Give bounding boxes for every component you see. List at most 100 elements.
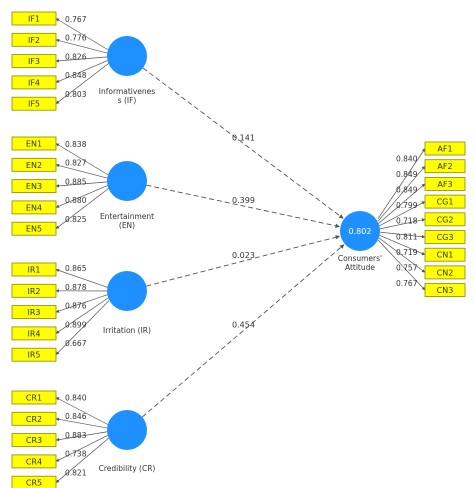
loading-value-ir4: 0.899 [65,320,87,329]
loading-value-af1: 0.840 [396,154,418,163]
loading-value-cr4: 0.738 [65,450,87,459]
loading-value-if4: 0.848 [65,71,87,80]
indicator-label-if3: IF3 [28,57,40,66]
attitude-loading-arrow-9 [377,239,426,291]
path-irritation-to-attitude [146,235,341,287]
attitude-label-line-1: Consumers' [338,254,382,263]
credibility-loading-arrow-5 [55,437,110,483]
indicator-label-en1: EN1 [26,140,42,149]
indicator-if5[interactable] [11,96,57,111]
loading-value-cn2: 0.757 [396,263,418,272]
irritation-loading-arrow-4 [55,297,110,334]
indicator-if3[interactable] [11,54,57,68]
indicator-if2[interactable] [11,32,57,47]
indicator-cr4[interactable] [11,454,57,469]
indicator-label-if1: IF1 [28,15,40,24]
indicator-cr1[interactable] [11,390,57,405]
attitude-loading-arrow-2 [377,165,426,222]
indicator-ir3[interactable] [11,305,57,320]
entertainment-loading-arrow-5 [55,187,110,229]
indicator-label-cn1: CN1 [437,251,454,260]
loading-value-cn3: 0.767 [396,279,418,288]
loading-value-ir3: 0.876 [65,302,87,311]
indicator-ir2[interactable] [11,283,57,298]
loading-value-cr5: 0.821 [65,468,87,477]
indicator-label-en3: EN3 [26,182,42,191]
indicator-cr2[interactable] [11,411,57,426]
attitude-loading-arrow-5 [377,218,426,230]
indicator-label-if4: IF4 [28,78,40,87]
indicator-en2[interactable] [11,157,57,172]
indicator-label-ir1: IR1 [27,266,40,275]
loading-value-cr1: 0.840 [65,393,87,402]
indicator-cg1[interactable] [424,194,466,209]
indicator-label-en4: EN4 [26,203,42,212]
indicator-cn1[interactable] [424,247,466,262]
indicator-cr5[interactable] [11,475,57,488]
indicator-label-cg3: CG3 [437,233,454,242]
path-coefficient-irritation: 0.023 [232,251,255,260]
loading-value-if3: 0.826 [65,52,87,61]
indicator-cn3[interactable] [424,283,466,298]
attitude-loading-arrow-7 [377,234,426,256]
indicator-ir4[interactable] [11,326,57,341]
indicator-ir1[interactable] [11,262,57,277]
credibility-label-line-1: Credibility (CR) [99,464,156,473]
indicator-cr3[interactable] [11,433,57,448]
indicator-if4[interactable] [11,75,57,90]
entertainment-loading-arrow-1 [55,143,110,176]
indicator-cn2[interactable] [424,265,466,280]
loading-value-ir5: 0.667 [65,339,87,348]
indicator-label-cg1: CG1 [437,198,454,207]
indicator-en5[interactable] [11,221,57,236]
indicator-label-af3: AF3 [437,180,452,189]
indicator-label-if5: IF5 [28,100,40,109]
loading-value-en1: 0.838 [65,140,87,149]
informativeness-construct[interactable] [107,36,147,76]
indicator-en3[interactable] [11,179,57,194]
indicator-ir5[interactable] [11,347,57,362]
attitude-r-squared: 0.802 [349,227,372,236]
attitude-label-line-2: Attitude [345,263,375,272]
indicator-label-en5: EN5 [26,225,42,234]
indicator-en1[interactable] [11,136,57,151]
informativeness-loading-arrow-3 [55,56,110,63]
indicator-cg2[interactable] [424,212,466,227]
path-informativeness-to-attitude [142,67,344,219]
loading-value-ir2: 0.878 [65,283,87,292]
attitude-loading-arrow-3 [377,183,426,225]
indicator-if1[interactable] [11,11,57,26]
path-entertainment-to-attitude [146,184,340,228]
irritation-construct[interactable] [107,271,147,311]
credibility-loading-arrow-3 [55,431,110,442]
indicator-af3[interactable] [424,176,466,191]
indicator-label-af2: AF2 [437,162,452,171]
loading-value-cg1: 0.799 [396,201,418,210]
indicator-label-cr3: CR3 [26,436,42,445]
indicator-af1[interactable] [424,141,466,156]
loading-value-ir1: 0.865 [65,264,87,273]
irritation-loading-arrow-5 [55,300,110,355]
informativeness-loading-arrow-4 [55,59,110,83]
credibility-construct[interactable] [107,410,147,450]
loading-value-cn1: 0.719 [396,248,418,257]
loading-value-if1: 0.767 [65,15,87,24]
entertainment-loading-arrow-2 [55,163,110,179]
indicator-label-af1: AF1 [437,145,452,154]
indicator-label-cr5: CR5 [26,479,42,488]
indicator-en4[interactable] [11,200,57,215]
entertainment-construct[interactable] [107,161,147,201]
credibility-loading-arrow-1 [55,397,110,426]
indicator-label-cr4: CR4 [26,457,42,466]
loading-value-af2: 0.849 [396,170,418,179]
loading-value-en2: 0.827 [65,159,87,168]
attitude-construct[interactable] [340,211,380,251]
indicator-af2[interactable] [424,159,466,174]
informativeness-loading-arrow-5 [55,62,110,104]
indicator-cg3[interactable] [424,230,466,244]
loading-value-cr3: 0.883 [65,431,87,440]
informativeness-label-line-2: s (IF) [118,96,137,105]
informativeness-label-line-1: Informativenes [99,87,155,96]
irritation-label-line-1: Irritation (IR) [103,326,151,335]
